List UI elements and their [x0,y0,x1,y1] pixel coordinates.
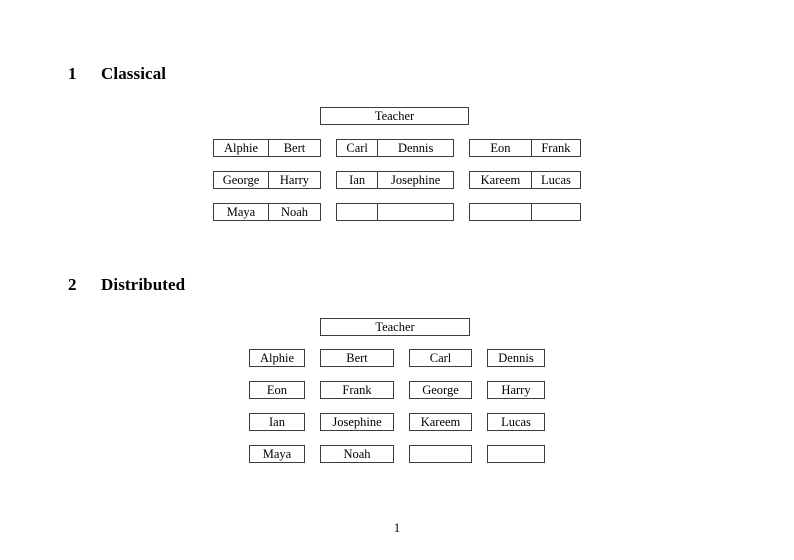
cell: Bert [320,349,394,367]
table-row: Alphie Bert [213,139,321,157]
cell [409,445,472,463]
cell: Josephine [377,172,453,188]
cell: Eon [249,381,305,399]
section-title: Distributed [101,275,186,294]
teacher-box-distributed: Teacher [320,318,470,336]
cell: Dennis [377,140,453,156]
cell: Carl [409,349,472,367]
page-number: 1 [393,521,401,535]
cell: Harry [487,381,545,399]
table-row: Maya Noah [213,203,321,221]
cell: Bert [267,140,320,156]
cell [530,204,580,220]
cell: Kareem [480,173,521,187]
table-row [336,203,454,221]
cell: Alphie [223,141,258,155]
table-row: Eon Frank [469,139,581,157]
cell: Maya [226,205,256,219]
table-row: George Harry [213,171,321,189]
cell [377,204,453,220]
cell [337,204,377,220]
cell: Lucas [487,413,545,431]
cell: Ian [349,173,366,187]
cell: Dennis [487,349,545,367]
cell: Frank [320,381,394,399]
cell: Frank [530,140,580,156]
cell: Eon [490,141,511,155]
cell: George [222,173,260,187]
cell: Harry [267,172,320,188]
table-row: Carl Dennis [336,139,454,157]
cell: George [409,381,472,399]
cell: Noah [320,445,394,463]
cell: Josephine [320,413,394,431]
section-heading-classical: 1 Classical [68,64,166,84]
cell: Kareem [409,413,472,431]
cell: Alphie [249,349,305,367]
section-number: 2 [68,275,77,294]
table-row: Kareem Lucas [469,171,581,189]
cell: Noah [267,204,320,220]
cell: Lucas [530,172,580,188]
section-title: Classical [101,64,167,83]
teacher-box-classical: Teacher [320,107,469,125]
cell: Maya [249,445,305,463]
cell: Ian [249,413,305,431]
section-number: 1 [68,64,77,83]
section-heading-distributed: 2 Distributed [68,275,185,295]
cell [470,204,531,220]
table-row [469,203,581,221]
table-row: Ian Josephine [336,171,454,189]
cell [487,445,545,463]
cell: Carl [346,141,368,155]
